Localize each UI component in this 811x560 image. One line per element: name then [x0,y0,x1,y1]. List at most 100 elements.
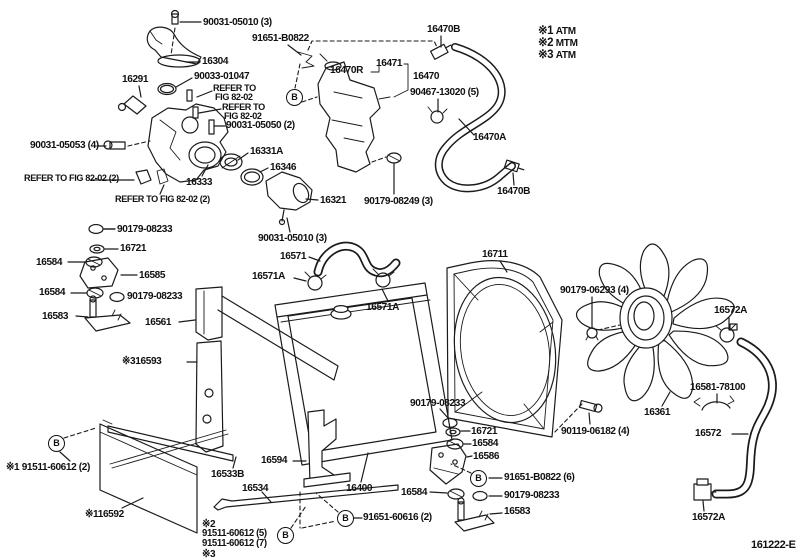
grommet-90179-08249 [371,152,402,195]
grommet-16584-left-lower [70,287,104,299]
stay-16583-left [75,295,131,332]
part-label: 16361 [644,406,671,418]
part-label: ※2 [202,518,216,530]
part-label: 16321 [320,194,347,206]
washer-16721-center [445,427,471,437]
part-label: 16470A [473,131,507,143]
part-label: 16471 [376,57,403,69]
part-label: 16584 [401,486,428,498]
part-label: 91511-60612 (5) [202,528,267,539]
part-label: ※3 [202,548,216,560]
part-label: 16333 [186,176,213,188]
part-label: 90031-05053 (4) [30,139,99,151]
part-label: 16594 [261,454,288,466]
part-label: 90179-08233 [410,397,466,409]
part-label: ※316593 [122,355,162,367]
part-label: 16572 [695,427,722,439]
legend-row: ※1 ATM [538,22,576,38]
grommet-16584-center-lower [429,488,465,500]
part-label: 16571 [280,250,307,262]
part-label: 90031-05010 (3) [203,16,272,28]
part-label: 16584 [39,286,66,298]
part-label: REFER TO FIG 82-02 (2) [115,194,210,205]
part-label: 16572A [692,511,726,523]
legend-value: ATM [555,50,576,61]
part-label: 91651-B0822 [252,32,309,44]
part-label: 16533B [211,468,245,480]
callout-b: B [286,89,303,106]
part-label: 90179-06293 (4) [560,284,629,296]
hose-clamp-16571A-left [304,271,327,291]
part-label: 16583 [42,310,69,322]
legend-symbol: ※3 [538,49,556,61]
nut-90179-08233-center [439,408,458,429]
stay-16583-right [454,497,503,532]
part-label: 90467-13020 (5) [410,86,479,98]
hose-clamp-16581-78100 [693,395,735,411]
water-bypass-hose-16572 [693,316,777,512]
hose-clamp-16571A-right [372,268,395,288]
brace-16533B [107,425,237,469]
part-label: 16561 [145,316,172,328]
upper-hose-16571 [286,217,401,302]
callout-b: B [48,435,65,452]
thermostat-16331A [219,153,243,171]
radiator-16400 [274,282,453,483]
label-bracket-16470-group [370,63,409,100]
part-label: REFER TO FIG 82-02 (2) [24,173,119,184]
hose-connector-16572A-bottom [693,478,717,501]
part-label: 90031-05010 (3) [258,232,327,244]
part-label: 16572A [714,304,748,316]
part-label: FIG 82-02 [224,111,262,122]
legend-symbol: ※2 [538,37,556,49]
callout-b: B [337,510,354,527]
part-label: 91651-B0822 (6) [504,471,575,483]
part-label: 90179-08249 (3) [364,195,433,207]
callout-b: B [470,470,487,487]
part-label: FIG 82-02 [215,92,253,103]
part-label: 90031-05050 (2) [226,119,295,131]
hose-clamp-16572A-top [715,323,738,343]
part-label: 16584 [472,437,499,449]
reservoir-tank-16471 [317,53,381,173]
leader-lines [59,21,503,537]
gasket-16346 [240,168,264,186]
part-label: 16470B [497,185,531,197]
part-label: 16346 [270,161,297,173]
part-label: 90179-08233 [127,290,183,302]
nut-90179-08233-right [472,490,503,502]
water-outlet-16321 [265,171,313,226]
part-label: 16470B [427,23,461,35]
part-label: 16400 [346,482,373,494]
figure-code: 161222-E [751,539,796,551]
fan-16361 [575,243,735,407]
part-label: 16571A [252,270,286,282]
part-label: ※116592 [85,508,124,520]
legend-symbol: ※1 [538,25,556,37]
part-label: 16583 [504,505,531,517]
nut-90179-08233-left2 [109,291,125,303]
support-16561 [178,286,339,381]
bracket-16585 [79,257,138,289]
part-label: 16331A [250,145,284,157]
part-label: 90179-08233 [117,223,173,235]
support-lower-16534 [213,484,399,511]
part-label: 16721 [471,425,498,437]
part-label: 16711 [482,248,508,260]
bracket-16586 [429,443,473,485]
part-label: 90033-01047 [194,70,250,82]
legend-row: ※2 MTM [538,34,578,50]
part-label: 91511-60612 (7) [202,538,267,549]
thermostat-housing-16333 [103,82,229,185]
part-label: 16534 [242,482,269,494]
callout-b: B [277,527,294,544]
part-label: 16304 [202,55,229,67]
washer-16721-left [89,244,119,254]
legend-value: MTM [555,38,578,49]
part-label: 16470R [330,64,364,76]
part-label: REFER TO [222,102,265,113]
legend-row: ※3 ATM [538,46,576,62]
part-label: 16586 [473,450,500,462]
